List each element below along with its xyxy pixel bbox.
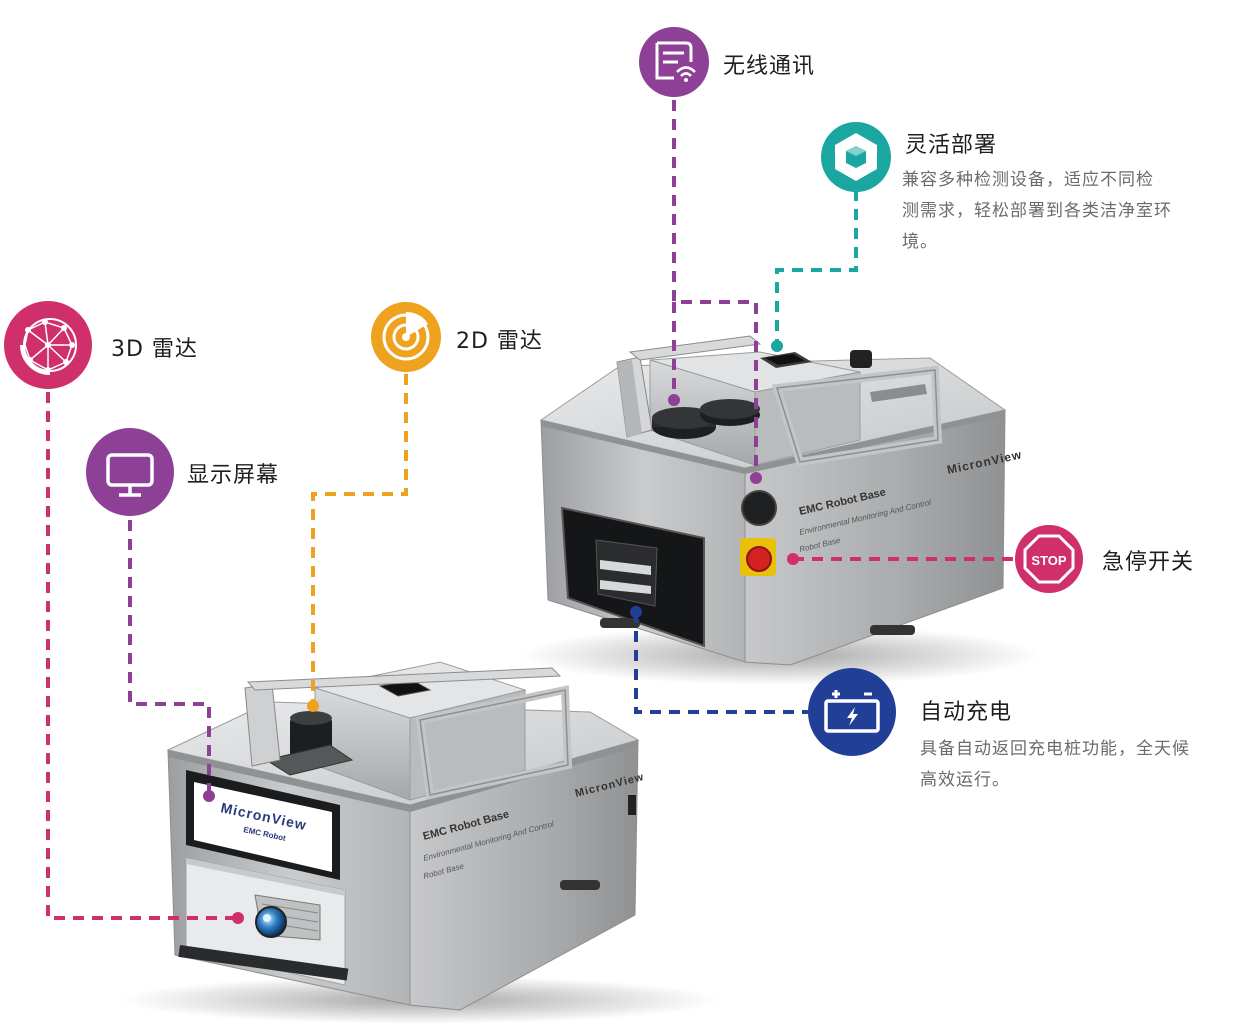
display-callout-line	[128, 520, 211, 796]
wifi-document-icon	[639, 27, 709, 97]
charging-desc-line: 高效运行。	[920, 770, 1010, 790]
charging-label: 自动充电	[920, 700, 1013, 725]
display-label: 显示屏幕	[187, 463, 280, 488]
hexagon-cube-icon	[821, 122, 891, 192]
flexible-desc-line: 兼容多种检测设备，适应不同检	[902, 170, 1154, 190]
flexible-desc-line: 境。	[902, 232, 938, 252]
charging-desc-line: 具备自动返回充电桩功能，全天候	[920, 739, 1190, 759]
radar-icon	[371, 302, 441, 372]
flexible-label: 灵活部署	[905, 133, 998, 158]
emergency-stop-button[interactable]	[746, 546, 772, 572]
globe-network-icon	[4, 301, 92, 389]
lidar2d-callout-line	[311, 374, 408, 706]
stop-sign-icon: STOP	[1015, 525, 1083, 593]
charging-description: 具备自动返回充电桩功能，全天候 高效运行。	[920, 734, 1190, 796]
battery-icon	[808, 668, 896, 756]
monitor-icon	[86, 428, 174, 516]
lidar2d-label: 2D 雷达	[456, 329, 543, 354]
wireless-label: 无线通讯	[723, 54, 816, 79]
charging-callout-line	[634, 612, 808, 714]
robot-front: MicronView EMC Robot MicronView EMC Robo…	[120, 661, 720, 1024]
flexible-callout-line	[775, 190, 858, 346]
stop-text: STOP	[1031, 553, 1066, 568]
power-button[interactable]	[741, 490, 777, 526]
estop-label: 急停开关	[1102, 550, 1195, 575]
flexible-desc-line: 测需求，轻松部署到各类洁净室环	[902, 201, 1172, 221]
flexible-description: 兼容多种检测设备，适应不同检 测需求，轻松部署到各类洁净室环 境。	[902, 165, 1172, 258]
lidar3d-callout-line	[46, 392, 238, 920]
lidar-3d-sensor	[254, 894, 321, 941]
wireless-callout-line	[672, 100, 758, 478]
lidar3d-label: 3D 雷达	[111, 337, 198, 362]
robot-back: MicronView EMC Robot Base Environmental …	[520, 335, 1040, 685]
